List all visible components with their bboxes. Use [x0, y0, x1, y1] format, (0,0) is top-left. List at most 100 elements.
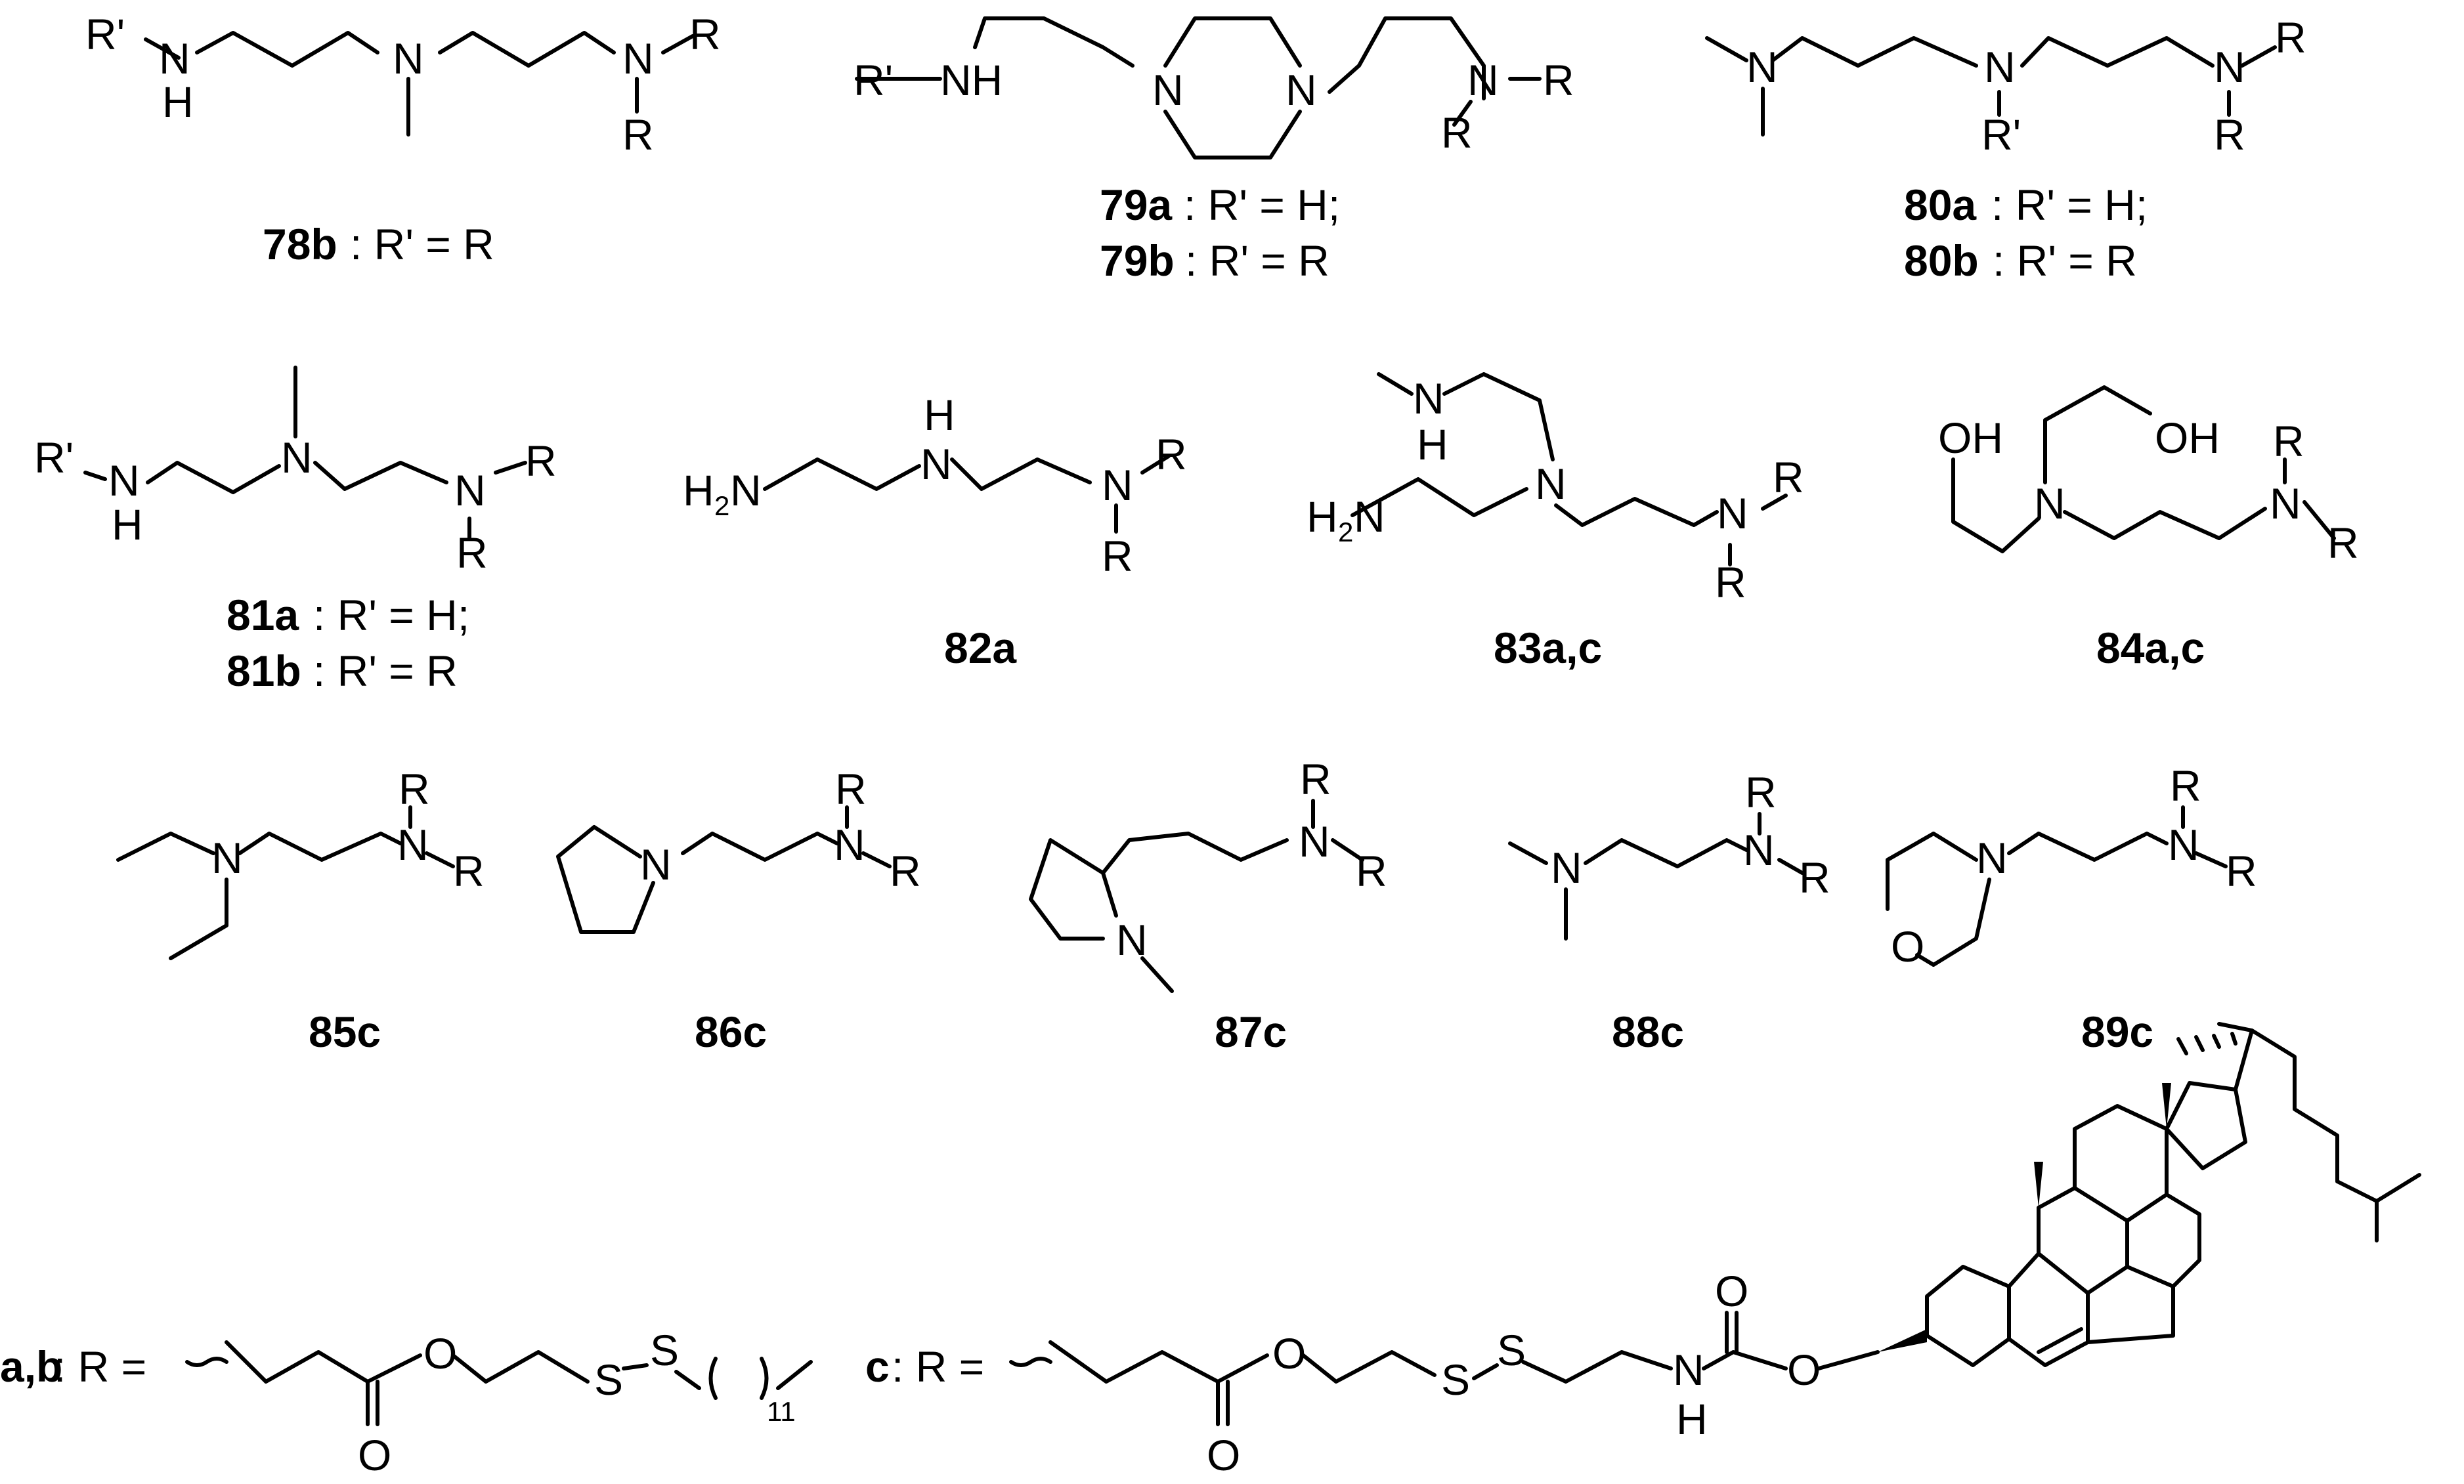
atom-nh: NH: [940, 56, 1003, 104]
structure-85c: N N R R 85c: [116, 765, 485, 1056]
atom-n: N: [211, 834, 243, 882]
atom-n: N: [2214, 43, 2245, 91]
structure-81: R' N H N N R R 81a : R' = H; 81b : R' = …: [34, 366, 557, 695]
atom-r: R: [1356, 847, 1387, 895]
atom-h2n-n: N: [1354, 492, 1385, 541]
atom-o: O: [1891, 922, 1924, 971]
structure-89c: N O N R R 89c: [1886, 761, 2257, 1056]
hashed-bond: [2176, 1032, 2237, 1055]
atom-h: H: [1417, 420, 1448, 469]
atom-n: N: [1299, 817, 1330, 866]
atom-r: R: [2275, 13, 2306, 62]
structure-82a: H 2 N N H N R R 82a: [683, 391, 1187, 672]
atom-o-carbonyl: O: [1207, 1431, 1240, 1479]
atom-n: N: [2034, 479, 2065, 528]
caption-79b-id: 79b: [1100, 236, 1175, 285]
atom-o-ester: O: [423, 1329, 457, 1378]
atom-o: O: [1787, 1346, 1821, 1394]
atom-n: N: [1976, 834, 2008, 882]
structure-79: R' NH N N N R R 79a : R' = H; 79b : R' =…: [854, 16, 1574, 285]
atom-n: N: [920, 440, 952, 488]
atom-r: R: [1156, 430, 1187, 478]
atom-n: N: [1535, 459, 1567, 508]
atom-r: R: [456, 528, 488, 577]
atom-h2n-subscript: 2: [714, 490, 729, 521]
atom-n: N: [2270, 479, 2301, 528]
atom-r: R: [835, 765, 867, 813]
atom-n: N: [159, 34, 190, 83]
caption-78b-text: : R' = R: [350, 220, 494, 268]
atom-n: N: [393, 34, 424, 83]
atom-n: N: [1984, 43, 2016, 91]
atom-n: N: [108, 456, 140, 505]
atom-r: R: [890, 847, 921, 895]
atom-r: R: [1300, 755, 1331, 803]
caption-84: 84a,c: [2096, 624, 2205, 672]
atom-s: S: [650, 1326, 679, 1374]
atom-o-carbonyl: O: [358, 1431, 391, 1479]
atom-o-carbonyl: O: [1715, 1267, 1748, 1315]
structure-84: OH OH N N R R 84a,c: [1938, 385, 2359, 672]
caption-81a-text: : R' = H;: [313, 591, 469, 639]
atom-h: H: [162, 77, 194, 126]
atom-n: N: [1717, 489, 1748, 538]
atom-n: N: [1743, 826, 1775, 874]
structure-78b: N H R' N N R R 78b : R' = R: [85, 10, 721, 268]
atom-n-piperazine: N: [1152, 66, 1184, 114]
atom-o-ester: O: [1272, 1329, 1306, 1378]
caption-86c: 86c: [695, 1007, 767, 1056]
atom-r: R: [2273, 417, 2304, 465]
atom-r-prime: R': [854, 56, 893, 104]
structure-83: N H H 2 N N N R R 83a,c: [1307, 372, 1804, 672]
caption-80b-text: : R' = R: [1993, 236, 2137, 285]
atom-r: R: [2327, 519, 2359, 567]
r-group-c-text: : R =: [892, 1342, 984, 1391]
structure-88c: N N R R 88c: [1508, 768, 1830, 1056]
r-group-ab: a,b : R = O O S S 11: [0, 1326, 813, 1479]
atom-n: N: [2168, 820, 2199, 869]
methyl-wedge: [2034, 1162, 2043, 1208]
atom-h2n-h: H: [1307, 492, 1338, 541]
structure-80: N N R' N R R 80a : R' = H; 80b : R' = R: [1705, 13, 2306, 285]
atom-r-prime: R': [1981, 110, 2021, 159]
atom-n: N: [397, 820, 429, 869]
caption-80a-id: 80a: [1904, 180, 1977, 229]
atom-n-piperazine: N: [1286, 66, 1317, 114]
caption-81b-text: : R' = R: [313, 647, 458, 695]
wedge-bond: [1878, 1329, 1927, 1352]
caption-89c: 89c: [2081, 1007, 2153, 1056]
atom-n: N: [1551, 843, 1582, 892]
atom-r: R: [453, 847, 485, 895]
atom-s: S: [1441, 1355, 1470, 1404]
atom-n: N: [640, 840, 672, 889]
caption-79a-text: : R' = H;: [1184, 180, 1340, 229]
r-group-ab-text: : R =: [54, 1342, 146, 1391]
repeat-count: 11: [767, 1396, 796, 1427]
atom-n: N: [281, 433, 313, 482]
atom-r: R: [2214, 110, 2245, 159]
atom-h: H: [112, 500, 143, 549]
atom-r: R: [1745, 768, 1777, 816]
caption-80b-id: 80b: [1904, 236, 1979, 285]
caption-87c: 87c: [1215, 1007, 1287, 1056]
caption-83: 83a,c: [1494, 624, 1602, 672]
atom-r: R: [1715, 558, 1746, 606]
caption-79a-id: 79a: [1100, 180, 1173, 229]
atom-r: R: [399, 765, 430, 813]
atom-oh: OH: [1938, 413, 2003, 462]
atom-n: N: [1673, 1346, 1704, 1394]
structure-87c: N N R R 87c: [1029, 755, 1387, 1056]
atom-r-prime: R': [85, 10, 125, 58]
atom-r: R: [1799, 853, 1830, 902]
atom-n: N: [1746, 43, 1778, 91]
atom-r: R: [2226, 847, 2257, 895]
atom-r: R: [525, 436, 557, 485]
atom-n: N: [622, 34, 654, 83]
atom-r: R: [1773, 453, 1804, 501]
caption-81b-id: 81b: [227, 647, 301, 695]
r-group-c-id: c: [865, 1342, 890, 1391]
atom-r: R: [2170, 761, 2201, 810]
atom-oh: OH: [2155, 413, 2220, 462]
atom-n: N: [1102, 461, 1133, 509]
